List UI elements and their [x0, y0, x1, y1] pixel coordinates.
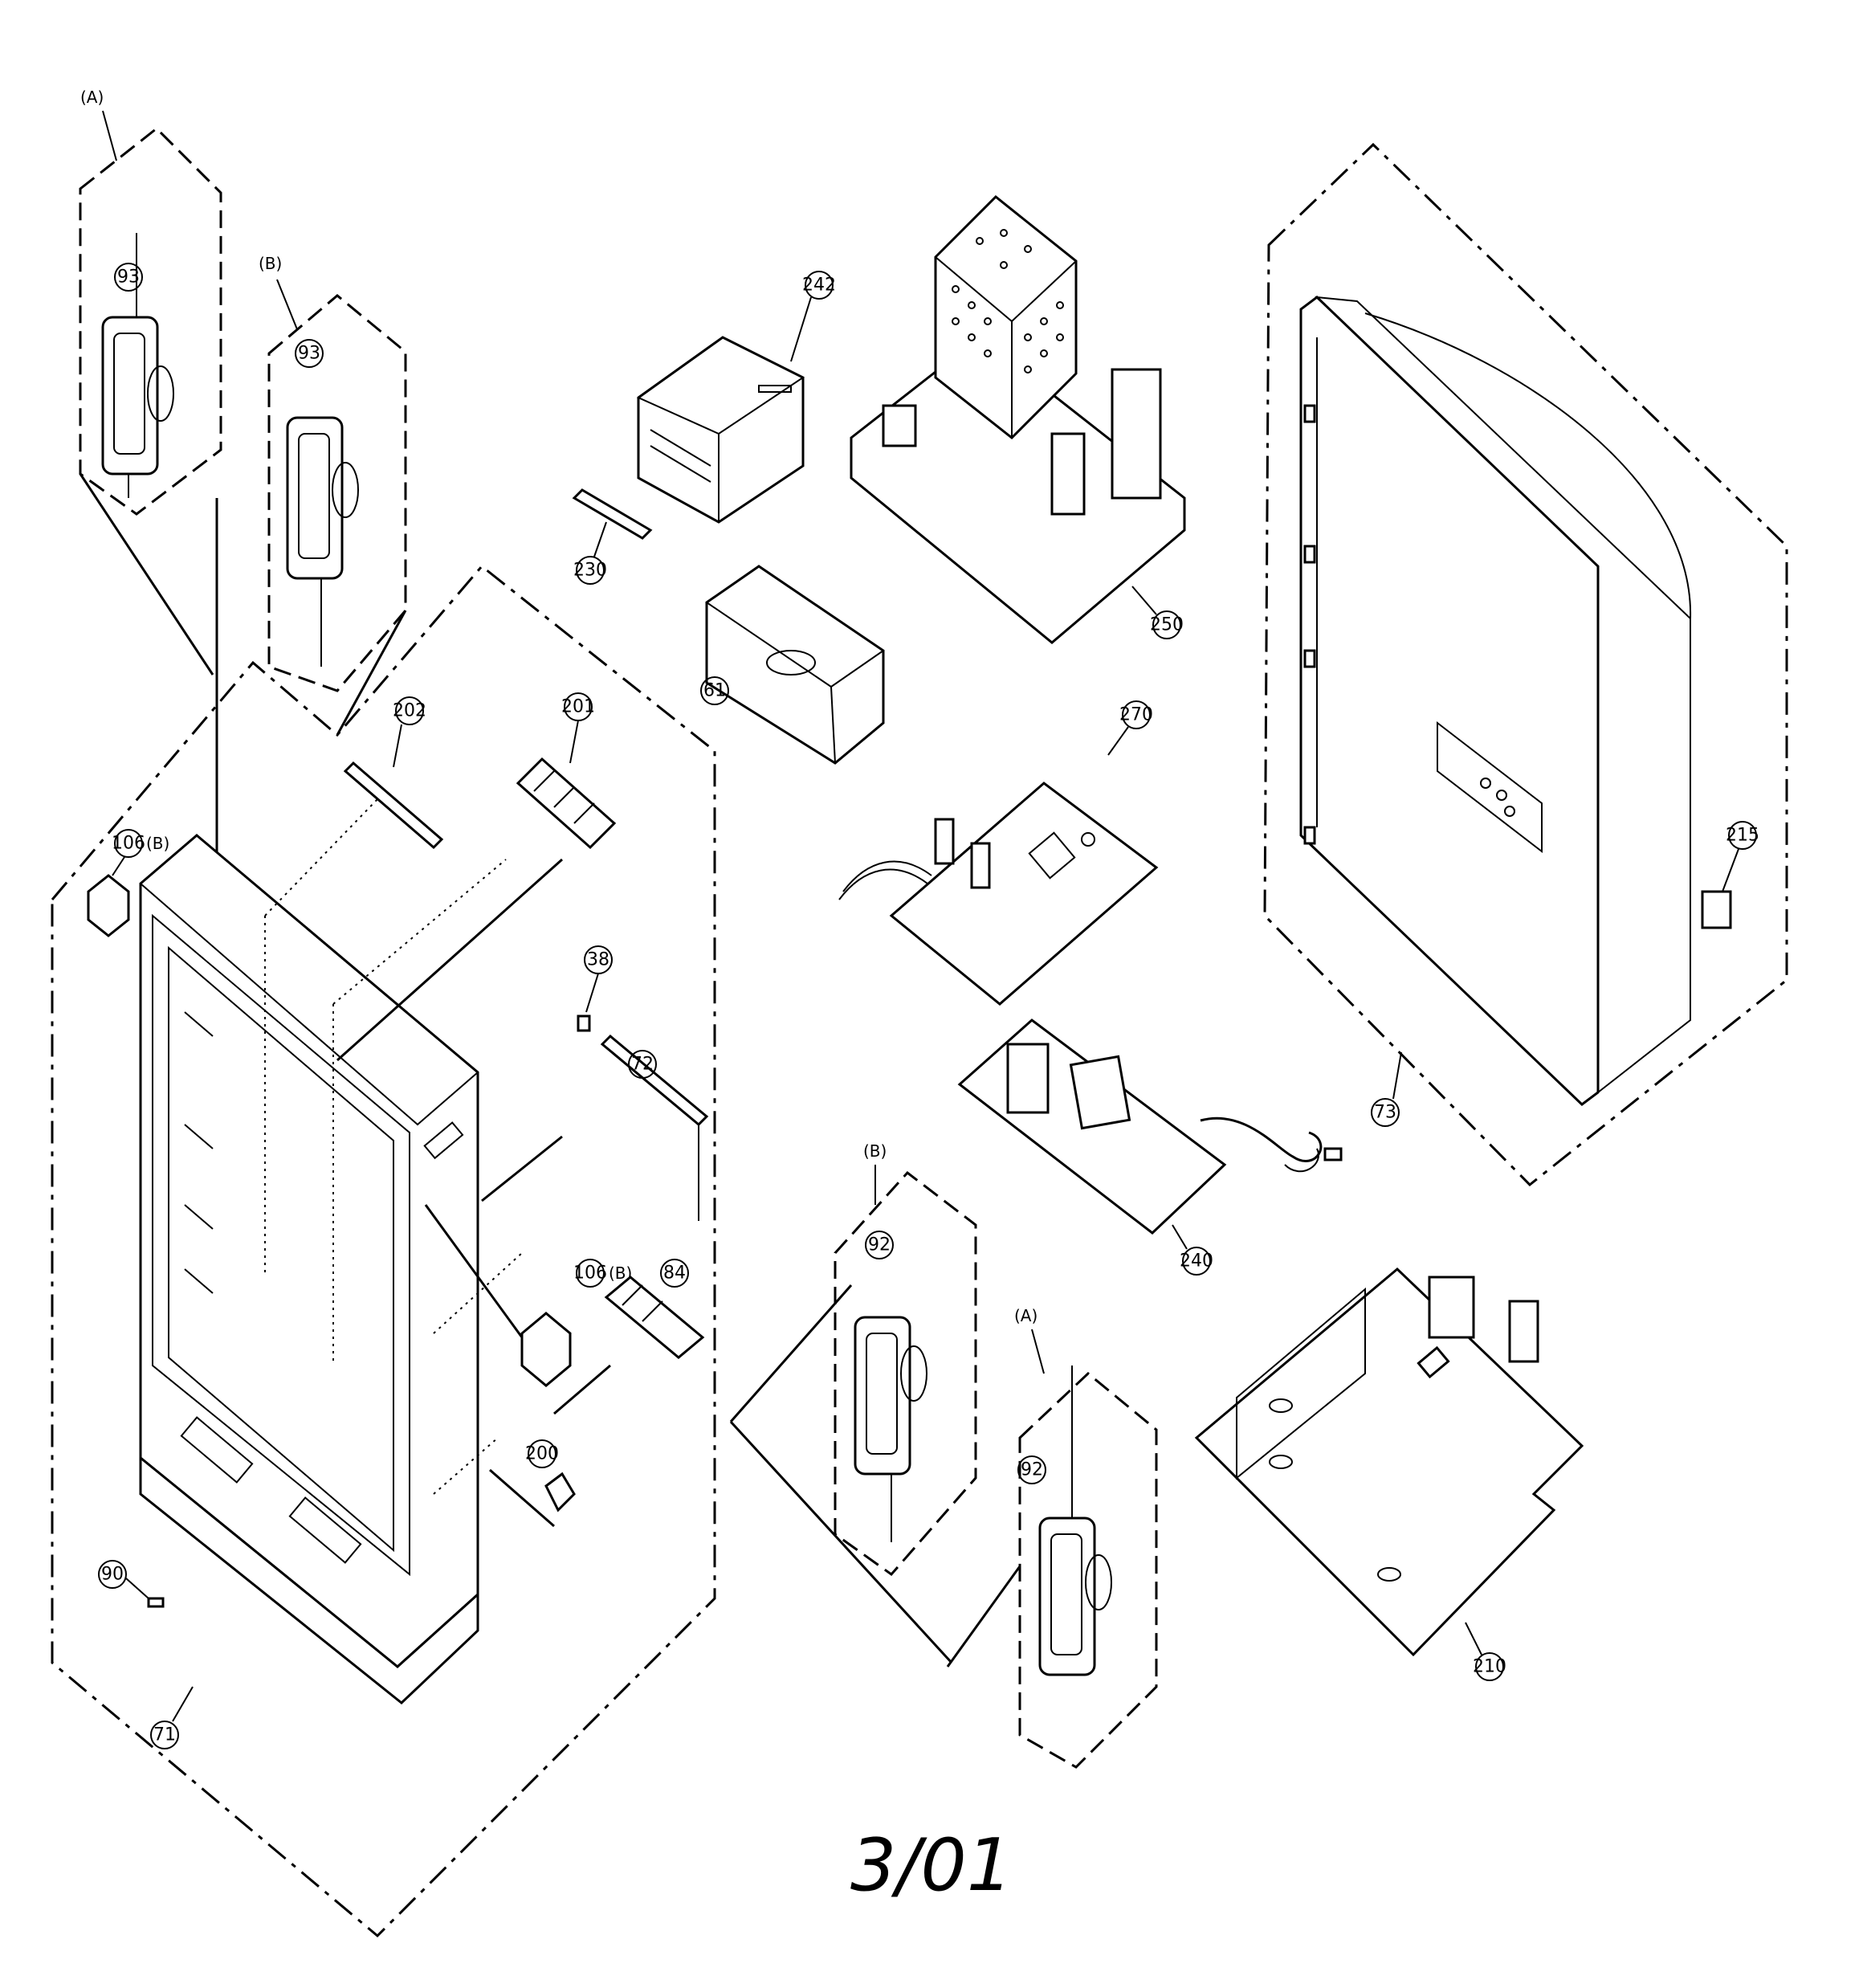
part-label-84: 84	[663, 1263, 686, 1284]
part-label-72: 72	[631, 1055, 654, 1075]
part-270-pcb: 270	[838, 700, 1159, 1006]
part-106-84-center: 106 (B) 84	[424, 1204, 705, 1415]
speaker-assembly-a-top: (A) 93	[79, 88, 222, 516]
part-label-93-top: 93	[117, 267, 140, 288]
rear-cabinet-assembly: 73 215	[1263, 142, 1788, 1187]
part-label-230: 230	[573, 561, 607, 581]
part-label-92-bottom: 92	[1021, 1460, 1043, 1480]
part-label-201: 201	[561, 697, 595, 717]
part-240-pcb-cord: 240	[957, 1018, 1343, 1276]
part-90-tab: 90	[98, 1560, 165, 1608]
part-label-73: 73	[1374, 1103, 1396, 1123]
part-label-240: 240	[1180, 1251, 1213, 1272]
part-label-92-center: 92	[868, 1235, 891, 1255]
part-label-93-b: 93	[298, 344, 320, 364]
part-label-38: 38	[587, 950, 609, 970]
part-label-61: 61	[703, 681, 726, 701]
part-106-bracket-left: 106 (B)	[87, 829, 169, 937]
part-label-202: 202	[393, 701, 426, 721]
part-label-71: 71	[153, 1725, 176, 1745]
speaker-assembly-a-bottom: (A) 92	[946, 1306, 1158, 1769]
group-label-106-left: (B)	[146, 834, 169, 853]
part-242-drive-unit: 242 230	[572, 271, 836, 585]
part-250-power-supply: 250	[850, 194, 1186, 644]
part-201-button-strip: 201	[336, 692, 617, 1062]
group-label-a: (A)	[80, 88, 104, 107]
part-label-270: 270	[1119, 705, 1153, 725]
group-label-b: (B)	[259, 254, 282, 273]
part-label-215: 215	[1726, 826, 1759, 846]
revision-date: 3/01	[850, 1823, 1013, 1908]
speaker-assembly-b-center: (B) 92	[729, 1141, 977, 1664]
part-label-250: 250	[1150, 615, 1184, 635]
group-label-a-bottom: (A)	[1014, 1306, 1037, 1325]
part-38-72-bracket: 38 72	[481, 945, 709, 1221]
part-label-106-left: 106	[112, 834, 145, 854]
part-label-106-center: 106	[573, 1263, 607, 1284]
part-210-main-board: 210	[1194, 1267, 1584, 1681]
front-cabinet-assembly	[51, 564, 716, 1938]
part-202-strip: 202	[343, 696, 444, 850]
part-label-200: 200	[525, 1444, 559, 1464]
vent-holes	[952, 229, 1064, 374]
part-label-242: 242	[802, 276, 836, 296]
part-label-90: 90	[101, 1565, 124, 1585]
speaker-assembly-b-top: (B) 93	[259, 254, 407, 692]
part-200-clip: 200	[489, 1439, 576, 1528]
part-label-210: 210	[1473, 1657, 1506, 1677]
group-label-b-center: (B)	[863, 1141, 887, 1161]
part-61-bracket: 61	[700, 565, 885, 765]
